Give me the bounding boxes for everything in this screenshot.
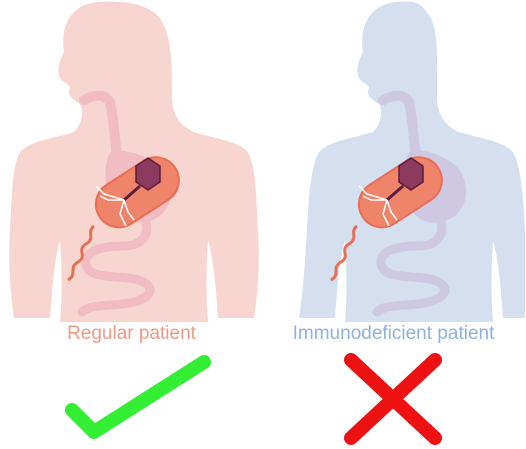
- phage: [95, 157, 161, 227]
- regular-patient-illustration: [9, 1, 259, 323]
- immunodeficient-patient-panel: Immunodeficient patient: [263, 0, 526, 449]
- immunodeficient-patient-illustration: [299, 1, 525, 323]
- esophagus: [378, 90, 422, 165]
- patient-label: Immunodeficient patient: [292, 323, 495, 344]
- check-icon: [65, 355, 211, 439]
- regular-patient-panel: Regular patient: [9, 1, 259, 439]
- cross-icon: [344, 353, 442, 445]
- esophagus: [79, 90, 123, 165]
- flagellum: [67, 224, 96, 282]
- intestines: [372, 217, 450, 317]
- flagellum: [330, 224, 359, 282]
- intestines: [77, 217, 155, 317]
- phage: [358, 157, 424, 227]
- patient-label: Regular patient: [67, 323, 196, 344]
